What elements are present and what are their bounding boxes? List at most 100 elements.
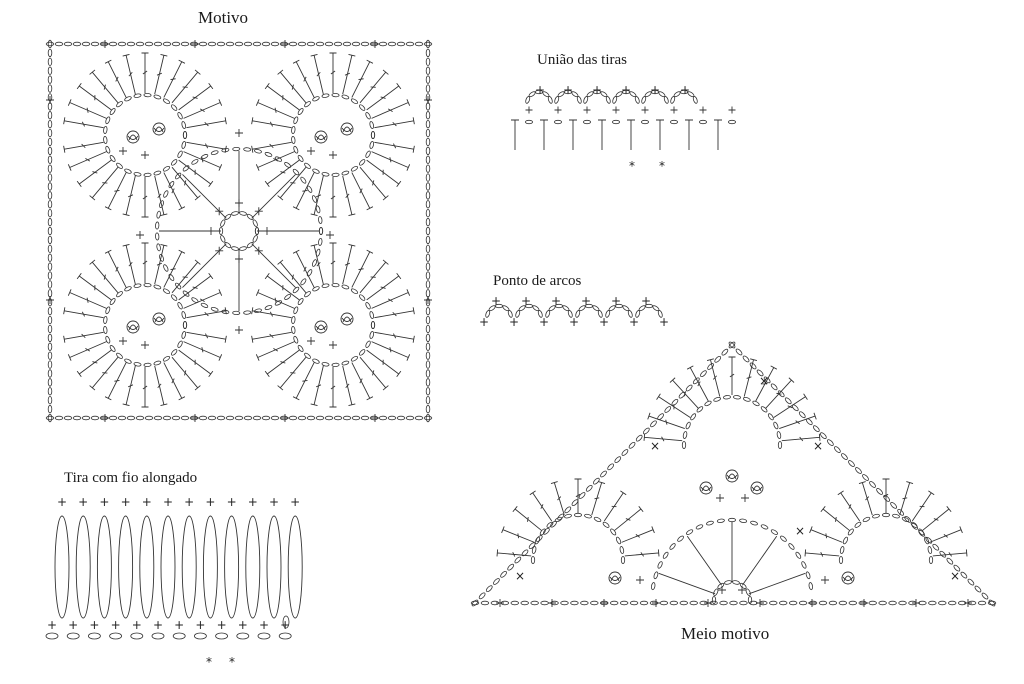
chain-stitch-symbol — [109, 632, 122, 640]
chain-stitch-symbol — [425, 244, 431, 254]
symbol-glyph: + — [174, 618, 184, 632]
chain-stitch-symbol — [124, 358, 132, 364]
chain-stitch-symbol — [602, 521, 610, 528]
chain-stitch-symbol — [171, 349, 178, 356]
double-crochet-symbol — [540, 119, 548, 150]
double-crochet-symbol — [141, 52, 149, 93]
symbol-glyph: + — [184, 495, 194, 509]
double-crochet-symbol — [310, 365, 324, 407]
chain-stitch-symbol — [681, 440, 687, 449]
symbol-glyph: + — [121, 495, 131, 509]
double-crochet-symbol — [351, 172, 374, 211]
chain-stitch-symbol — [904, 515, 912, 523]
chain-stitch-symbol — [304, 162, 311, 169]
symbol-glyph: + — [205, 495, 215, 509]
symbol-glyph: + — [99, 495, 109, 509]
chain-stitch-symbol — [653, 571, 659, 580]
chain-stitch-symbol — [425, 315, 431, 325]
chain-stitch-symbol — [333, 41, 343, 47]
single-crochet-symbol — [235, 129, 243, 137]
double-crochet-symbol — [374, 117, 415, 129]
chain-stitch-symbol — [47, 280, 53, 289]
double-crochet-symbol — [163, 249, 186, 288]
puff-stitch-petal — [726, 473, 738, 480]
chain-stitch-symbol — [47, 119, 53, 129]
chain-stitch-symbol — [570, 600, 579, 606]
chain-stitch-symbol — [396, 41, 406, 47]
double-crochet-symbol — [292, 59, 315, 98]
double-crochet-symbol — [154, 365, 168, 407]
double-crochet-symbol — [104, 362, 127, 401]
single-crochet-symbol — [912, 599, 920, 607]
chain-stitch-symbol — [234, 41, 244, 47]
symbol-glyph: + — [269, 495, 279, 509]
chain-stitch-symbol — [679, 600, 688, 606]
double-crochet-symbol — [882, 478, 890, 513]
chain-stitch-symbol — [133, 283, 142, 288]
double-crochet-symbol — [899, 481, 914, 516]
chain-stitch-symbol — [770, 529, 778, 535]
chain-stitch-symbol — [777, 390, 785, 398]
chain-stitch-symbol — [278, 632, 292, 640]
chain-stitch-symbol — [88, 632, 101, 640]
chain-stitch-symbol — [578, 492, 586, 499]
double-crochet-symbol — [186, 141, 227, 153]
single-crochet-symbol — [525, 106, 533, 114]
chain-stitch-symbol — [838, 555, 844, 564]
chain-stitch-symbol — [670, 119, 679, 125]
symbol-glyph: + — [57, 495, 67, 509]
chain-stitch-symbol — [728, 517, 737, 523]
chain-stitch-symbol — [619, 546, 625, 554]
chain-stitch-symbol — [520, 600, 529, 606]
double-crochet-symbol — [154, 175, 168, 217]
chain-stitch-symbol — [610, 528, 617, 536]
chain-stitch-symbol — [341, 170, 350, 176]
single-crochet-symbol — [141, 151, 149, 159]
chain-stitch-symbol — [405, 41, 415, 47]
double-crochet-symbol — [63, 331, 104, 343]
chain-stitch-symbol — [834, 446, 841, 453]
single-crochet-symbol — [371, 40, 379, 48]
double-crochet-symbol — [359, 166, 389, 201]
chain-stitch-symbol — [350, 98, 359, 105]
chain-stitch-symbol — [507, 563, 515, 571]
chain-stitch-symbol — [171, 415, 181, 421]
chain-stitch-symbol — [425, 111, 431, 120]
elongated-loop-symbol — [266, 515, 282, 619]
chain-stitch-symbol — [756, 369, 764, 377]
chain-stitch-symbol — [609, 600, 619, 606]
chain-stitch-symbol — [732, 580, 740, 585]
puff-stitch-symbol — [126, 320, 140, 334]
double-crochet-symbol — [171, 69, 201, 104]
chain-stitch-symbol — [181, 121, 187, 129]
double-crochet-symbol — [186, 307, 227, 319]
chain-stitch-symbol — [425, 39, 431, 49]
chain-stitch-symbol — [977, 600, 987, 606]
double-crochet-symbol — [686, 365, 709, 402]
puff-stitch-petal — [609, 575, 621, 582]
double-crochet-symbol — [310, 243, 324, 285]
chain-stitch-symbol — [156, 243, 161, 252]
puff-stitch-symbol — [340, 122, 354, 136]
single-crochet-symbol — [612, 106, 620, 114]
chain-stitch-symbol — [927, 546, 933, 554]
double-crochet-symbol — [366, 272, 402, 301]
chain-stitch-symbol — [862, 516, 871, 523]
chain-stitch-symbol — [220, 235, 226, 243]
chain-stitch-symbol — [387, 415, 397, 421]
chain-stitch-symbol — [47, 164, 53, 173]
chain-stitch-symbol — [297, 108, 304, 115]
double-crochet-symbol — [292, 249, 315, 288]
chain-stitch-symbol — [721, 348, 729, 356]
double-crochet-symbol — [310, 175, 324, 217]
symbol-glyph: + — [491, 294, 501, 308]
chain-stitch-symbol — [117, 41, 127, 47]
double-crochet-symbol — [163, 362, 186, 401]
double-crochet-symbol — [351, 249, 374, 288]
chain-stitch-symbol — [425, 262, 431, 271]
chain-stitch-symbol — [425, 387, 431, 396]
chain-stitch-symbol — [47, 155, 53, 164]
chain-stitch-symbol — [153, 94, 162, 100]
chain-stitch-symbol — [480, 600, 490, 606]
chain-stitch-symbol — [405, 415, 415, 421]
